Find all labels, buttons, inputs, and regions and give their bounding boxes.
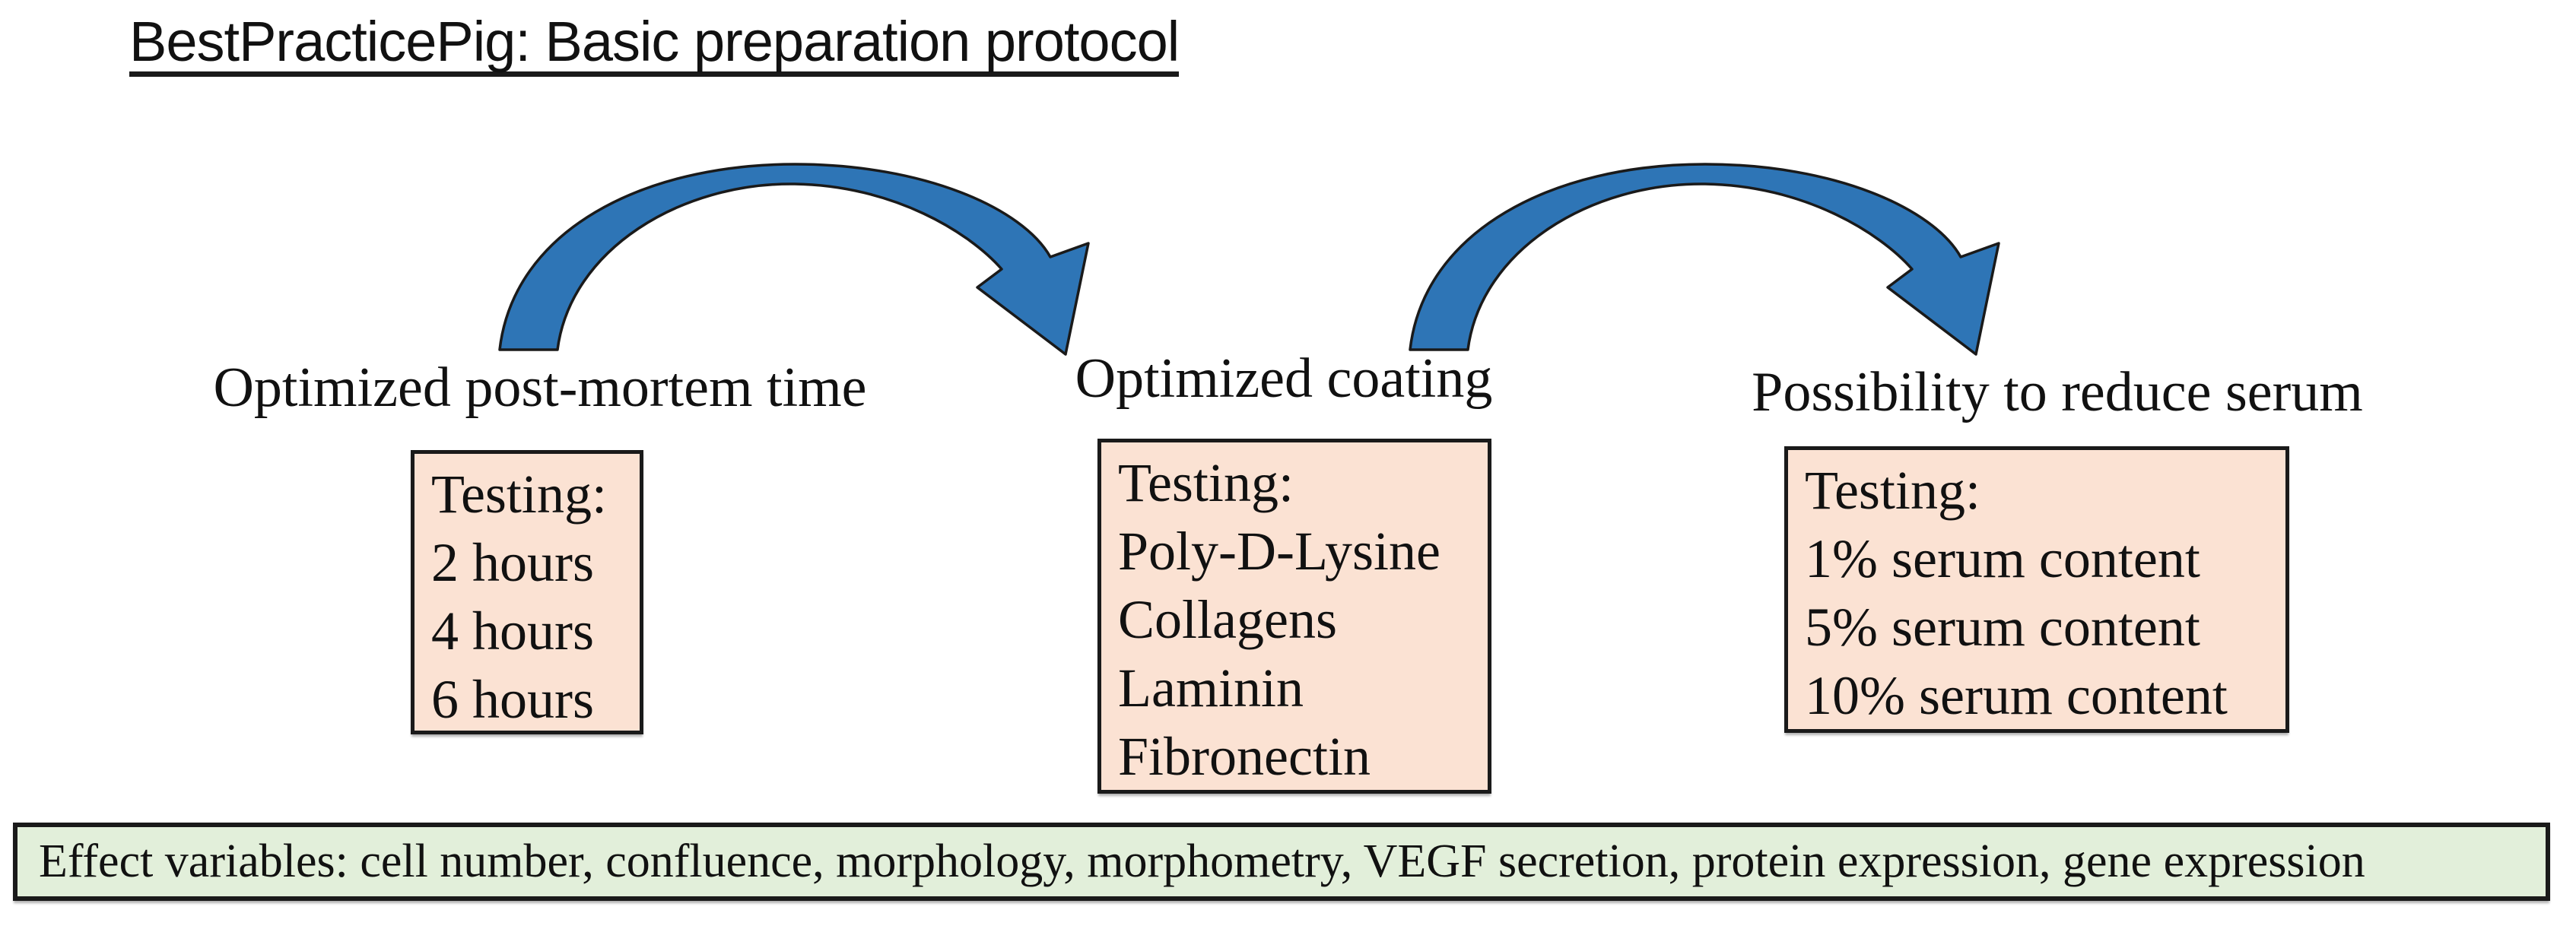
effect-variables-text: Effect variables: cell number, confluenc… [39, 835, 2365, 887]
testing-box-line: Poly-D-Lysine [1118, 521, 1440, 582]
testing-box-line: 6 hours [431, 669, 594, 730]
curved-arrow-step2-to-step3-icon [1409, 163, 2000, 356]
step-label-coating: Optimized coating [1075, 347, 1493, 410]
testing-box-line: Laminin [1118, 658, 1304, 718]
page-title: BestPracticePig: Basic preparation proto… [129, 14, 1180, 77]
testing-box-line: 10% serum content [1805, 665, 2228, 726]
step-label-reduce-serum: Possibility to reduce serum [1752, 361, 2363, 423]
testing-box-line: 4 hours [431, 601, 594, 661]
testing-box-coating: Testing: Poly-D-Lysine Collagens Laminin… [1097, 439, 1491, 794]
testing-box-line: Testing: [1118, 452, 1294, 513]
step-label-post-mortem-time: Optimized post-mortem time [213, 357, 867, 419]
effect-variables-bar: Effect variables: cell number, confluenc… [13, 823, 2550, 901]
testing-box-line: 1% serum content [1805, 528, 2200, 589]
testing-box-line: Testing: [431, 464, 607, 525]
testing-box-line: Collagens [1118, 589, 1337, 650]
testing-box-line: 5% serum content [1805, 597, 2200, 658]
testing-box-line: 2 hours [431, 532, 594, 593]
testing-box-line: Testing: [1805, 460, 1980, 521]
testing-box-post-mortem-time: Testing: 2 hours 4 hours 6 hours [411, 450, 643, 734]
curved-arrow-step1-to-step2-icon [498, 163, 1090, 356]
testing-box-serum: Testing: 1% serum content 5% serum conte… [1784, 446, 2289, 733]
testing-box-line: Fibronectin [1118, 726, 1371, 787]
